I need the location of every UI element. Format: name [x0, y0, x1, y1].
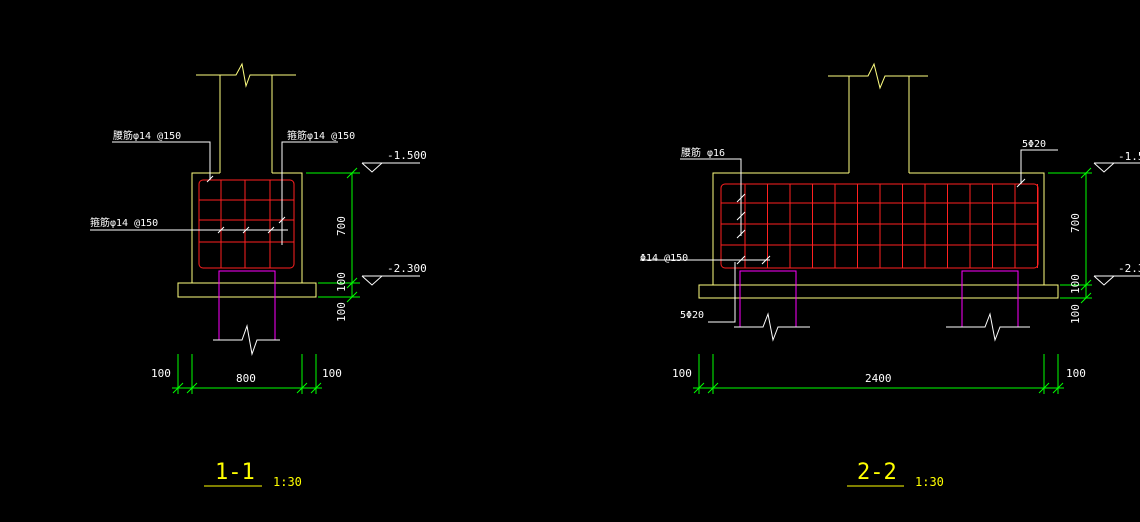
beam-outline-1	[177, 172, 317, 298]
vertical-dimensions-1	[306, 167, 360, 303]
column-above-1	[196, 62, 296, 173]
level-bottom-2: -2.30	[1118, 262, 1140, 275]
level-top-2: -1.50	[1118, 150, 1140, 163]
leaders-2	[640, 149, 1058, 323]
horizontal-dimensions-2	[693, 354, 1064, 394]
section-scale-2: 1:30	[915, 475, 944, 489]
label-bottom-bars-2: 5Φ20	[680, 310, 704, 321]
vertical-dimensions-2	[1048, 167, 1092, 304]
dim-height-700-2: 700	[1069, 213, 1082, 233]
columns-below-2	[739, 270, 1019, 327]
label-top-bars-2: 5Φ20	[1022, 139, 1046, 150]
label-waist-bar-1: 腰筋φ14 @150	[113, 129, 181, 142]
rebar-cage-1	[198, 179, 295, 269]
dim-right-2: 100	[1066, 367, 1086, 380]
dim-right-1: 100	[322, 367, 342, 380]
break-line-1	[213, 324, 280, 356]
section-scale-1: 1:30	[273, 475, 302, 489]
section-title-1: 1-1	[215, 460, 255, 485]
level-markers-2	[1093, 162, 1140, 286]
label-stirrup-left-1: 箍筋φ14 @150	[90, 216, 158, 229]
level-bottom-1: -2.300	[387, 262, 427, 275]
column-above-2	[828, 62, 928, 173]
dim-100-a-2: 100	[1069, 274, 1082, 294]
label-stirrup-2: Φ14 @150	[640, 253, 688, 264]
rebar-cage-2	[720, 183, 1039, 269]
section-title-2: 2-2	[857, 460, 897, 485]
dim-width-1: 800	[236, 372, 256, 385]
label-stirrup-top-1: 箍筋φ14 @150	[287, 129, 355, 142]
dim-left-2: 100	[672, 367, 692, 380]
dim-100-b-2: 100	[1069, 304, 1082, 324]
dim-100-b-1: 100	[335, 302, 348, 322]
beam-outline-2	[698, 172, 1059, 299]
level-top-1: -1.500	[387, 149, 427, 162]
dim-height-700-1: 700	[335, 216, 348, 236]
break-lines-2	[734, 312, 1030, 342]
dim-left-1: 100	[151, 367, 171, 380]
dim-100-a-1: 100	[335, 272, 348, 292]
dim-width-2: 2400	[865, 372, 892, 385]
level-markers-1	[361, 162, 420, 286]
section-2-2: 腰筋 φ16 5Φ20 Φ14 @150 5Φ20 -1.50 -2.30 70…	[640, 62, 1140, 489]
section-1-1: 腰筋φ14 @150 箍筋φ14 @150 箍筋φ14 @150 -1.500 …	[90, 62, 427, 489]
column-below-1	[218, 270, 276, 340]
horizontal-dimensions-1	[172, 354, 322, 394]
label-waist-bar-2: 腰筋 φ16	[681, 146, 725, 159]
leaders-1	[90, 141, 338, 245]
